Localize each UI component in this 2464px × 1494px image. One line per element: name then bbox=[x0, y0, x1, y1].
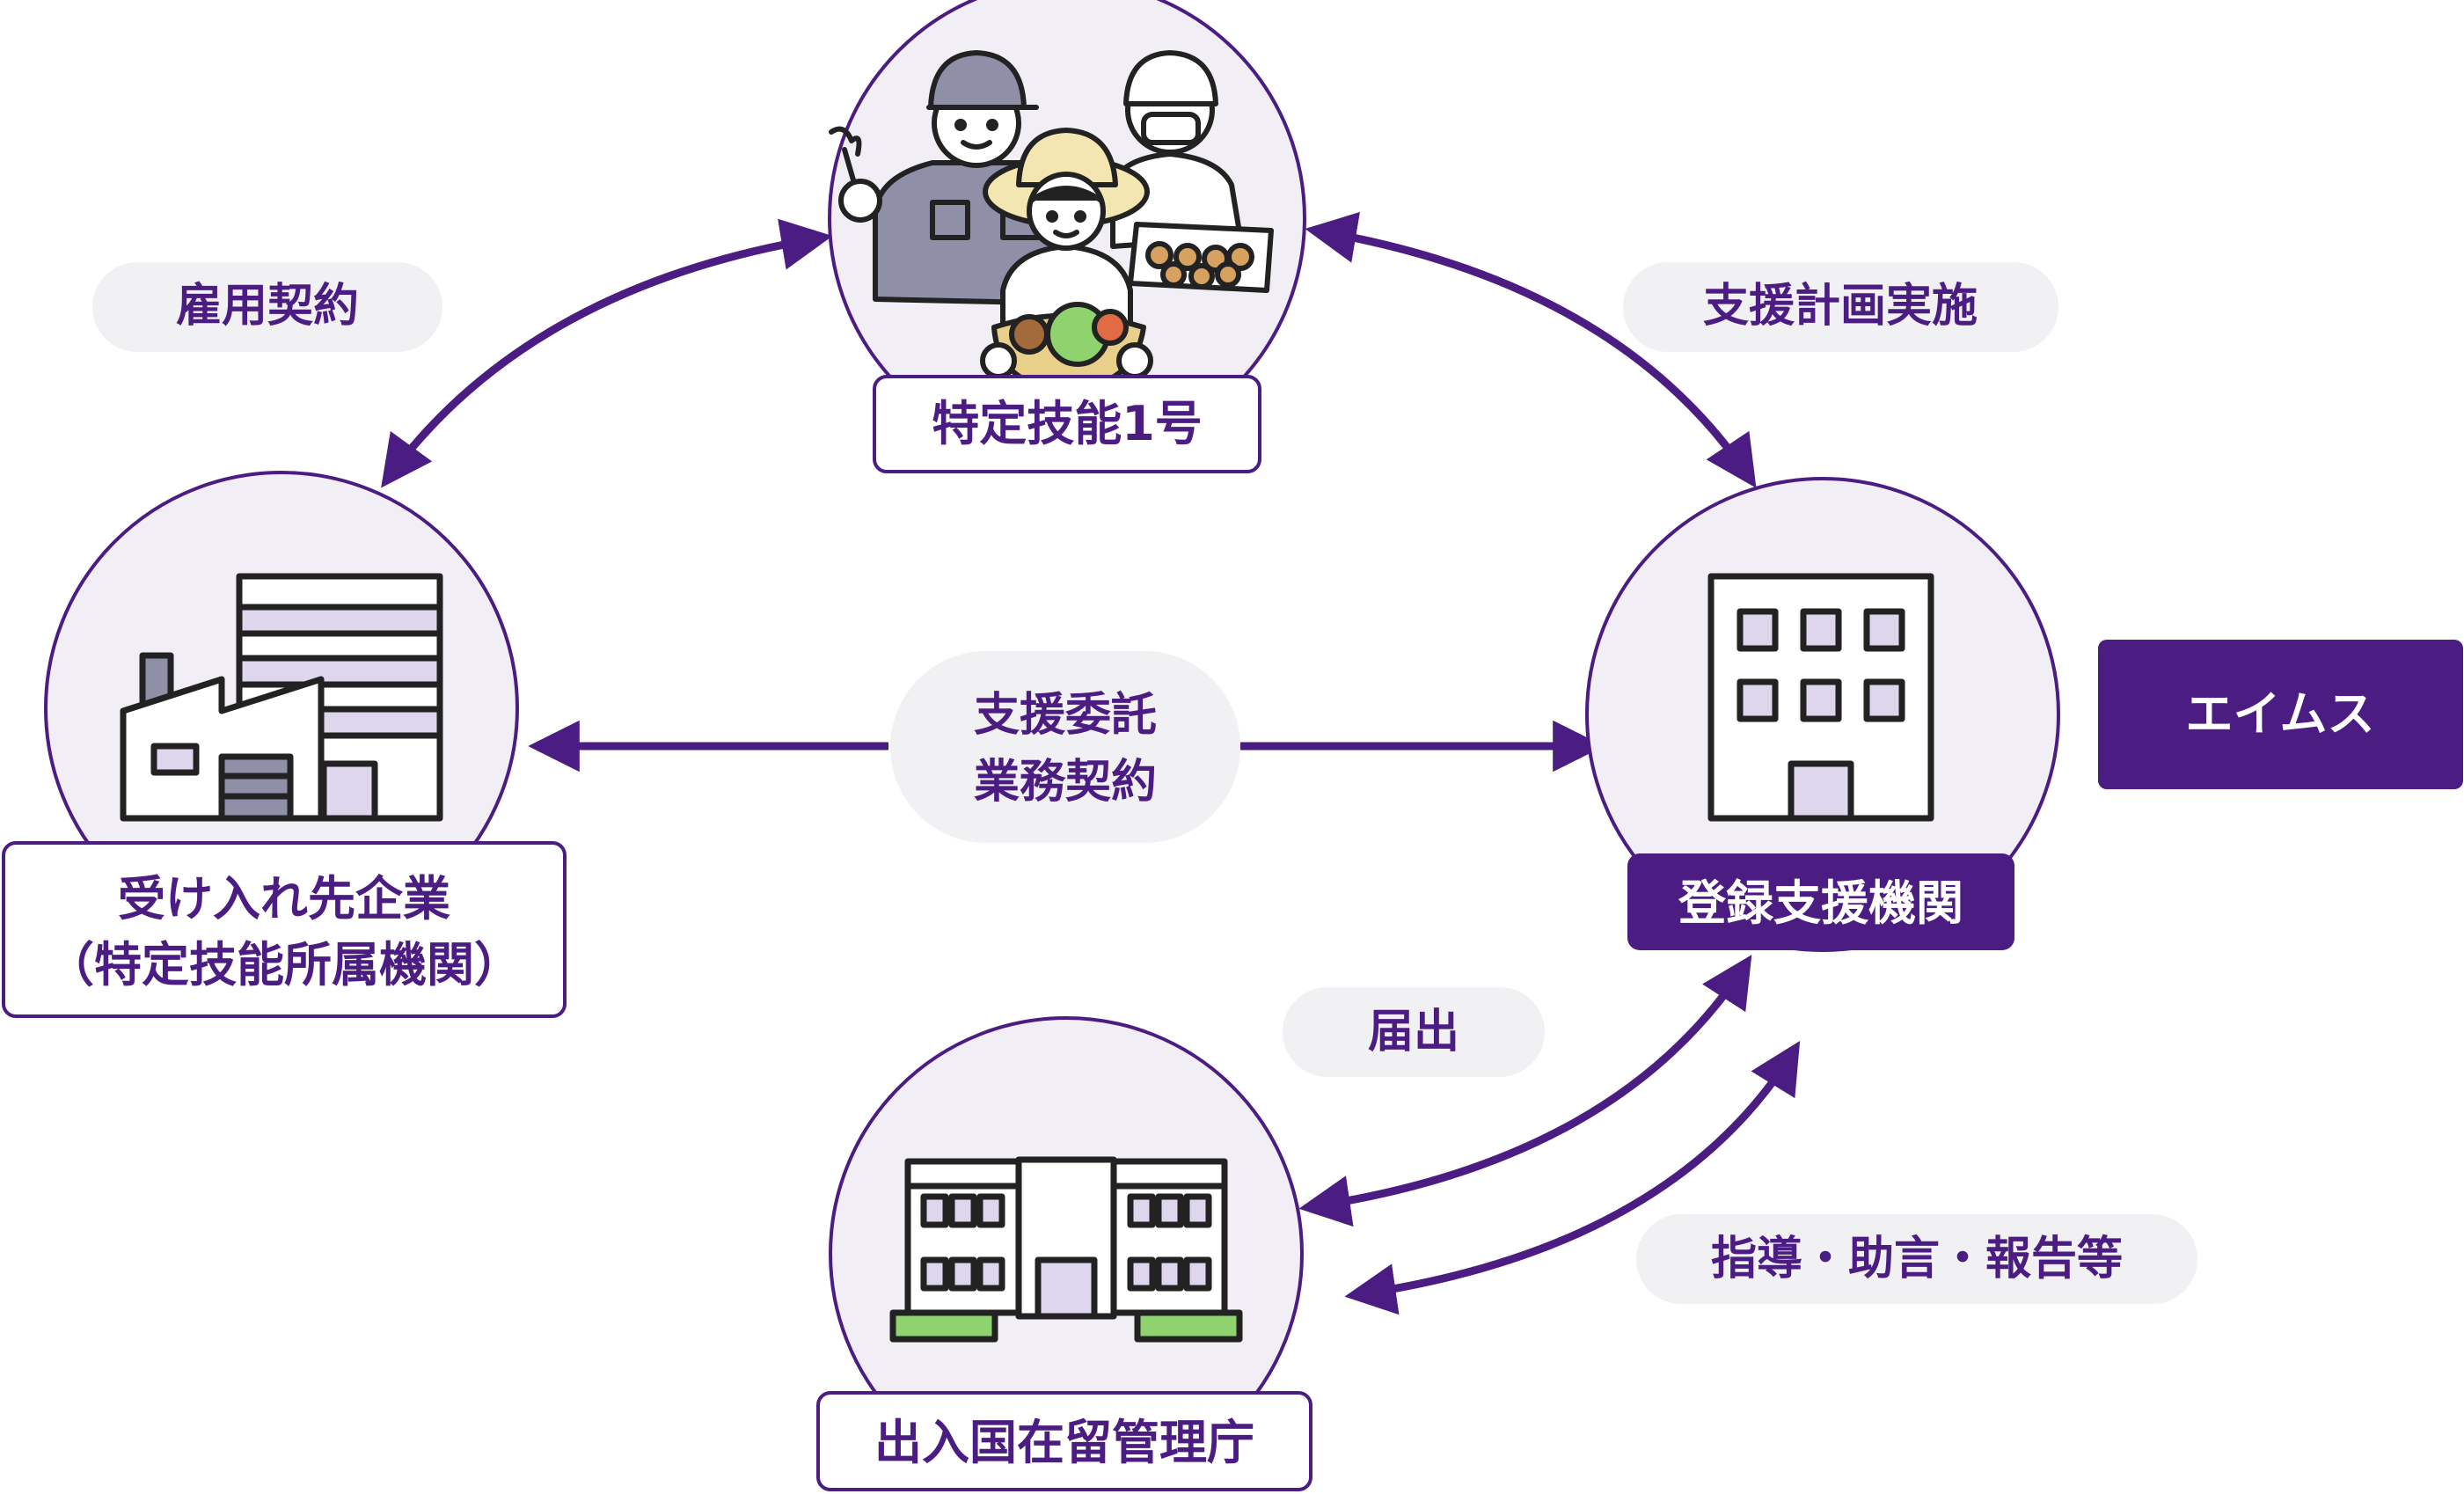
farmer-worker-icon bbox=[980, 128, 1153, 392]
chef-worker-icon bbox=[1110, 50, 1274, 293]
pill-notification-label: 届出 bbox=[1368, 1006, 1459, 1058]
pill-guidance: 指導・助言・報告等 bbox=[1636, 1214, 2197, 1304]
office-building-icon bbox=[1707, 573, 1934, 822]
arrow-employment bbox=[381, 218, 833, 488]
worker-label-box bbox=[873, 375, 1261, 473]
pill-outsourcing: 支援委託 業務契約 bbox=[890, 651, 1240, 843]
company-label-line1: 受け入れ先企業 bbox=[118, 871, 450, 926]
pill-support-plan: 支援計画実施 bbox=[1623, 262, 2058, 352]
arrow-support-plan bbox=[1305, 211, 1757, 488]
support-org-label: 登録支援機関 bbox=[1678, 875, 1963, 931]
immigration-label-box bbox=[816, 1391, 1312, 1491]
aims-label: エイムス bbox=[2186, 686, 2375, 742]
node-support-org: 登録支援機関 bbox=[1585, 477, 2060, 952]
arrow-guidance bbox=[1344, 1041, 1801, 1315]
immigration-label: 出入国在留管理庁 bbox=[874, 1415, 1254, 1470]
node-worker: 特定技能1号 bbox=[828, 0, 1306, 473]
pill-outsourcing-line1: 支援委託 bbox=[974, 689, 1157, 742]
pill-notification: 届出 bbox=[1283, 987, 1545, 1077]
worker-label: 特定技能1号 bbox=[932, 396, 1203, 451]
workers-illustration bbox=[829, 50, 1274, 392]
node-immigration: 出入国在留管理庁 bbox=[816, 1016, 1312, 1491]
pill-employment: 雇用契約 bbox=[92, 262, 442, 352]
pill-employment-label: 雇用契約 bbox=[176, 280, 359, 333]
company-label-box bbox=[2, 841, 567, 1018]
company-label-line2: （特定技能所属機関） bbox=[47, 937, 522, 992]
aims-box: エイムス bbox=[2098, 640, 2463, 789]
node-company: 受け入れ先企業 （特定技能所属機関） bbox=[2, 471, 567, 1018]
government-building-icon bbox=[889, 1156, 1243, 1343]
factory-icon bbox=[120, 573, 443, 822]
pill-outsourcing-line2: 業務契約 bbox=[974, 756, 1157, 809]
pill-support-plan-label: 支援計画実施 bbox=[1703, 280, 1978, 333]
pill-guidance-label: 指導・助言・報告等 bbox=[1711, 1233, 2123, 1285]
support-org-label-box bbox=[1627, 853, 2014, 950]
